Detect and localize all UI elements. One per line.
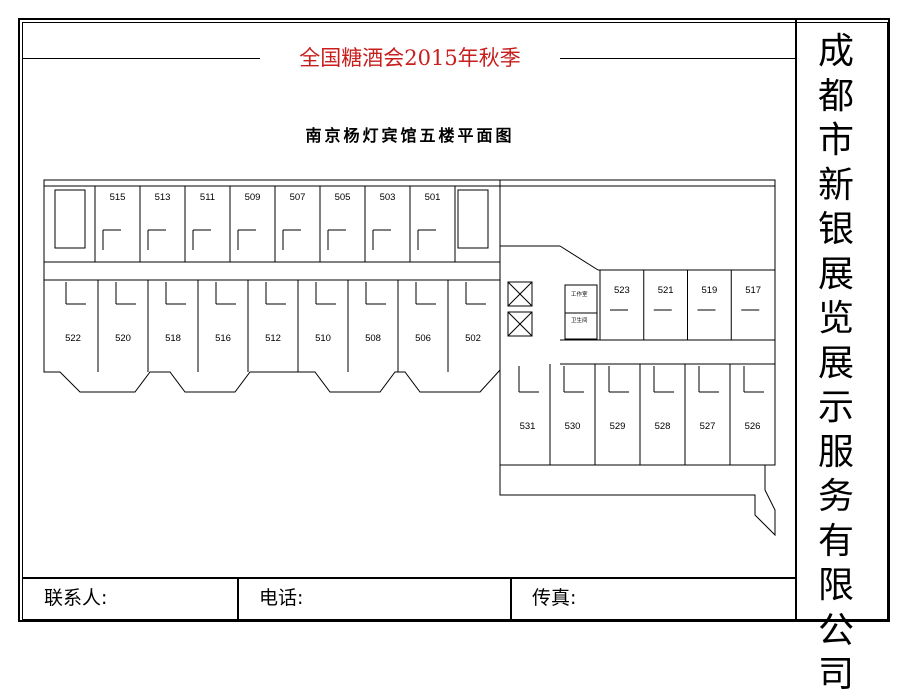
footer: 联系人: 电话: 传真: xyxy=(22,577,795,619)
east-wing-outline xyxy=(499,179,776,537)
room-number: 516 xyxy=(215,333,231,344)
company-char: 限 xyxy=(817,565,854,606)
company-char: 展 xyxy=(817,253,854,295)
room-number: 507 xyxy=(290,192,306,203)
company-char: 示 xyxy=(817,387,854,428)
elevator-1 xyxy=(507,281,533,307)
floor-plan: 515 513 511 509 507 505 503 501 522 520 518 516 512 5… xyxy=(43,179,776,537)
room-number: 503 xyxy=(380,192,396,203)
room-number: 512 xyxy=(265,333,281,344)
company-char: 成 xyxy=(817,31,854,72)
outer-frame xyxy=(18,18,890,622)
room-number: 520 xyxy=(115,333,131,344)
room-number: 510 xyxy=(315,333,331,344)
room-number: 521 xyxy=(658,285,674,296)
room-number: 508 xyxy=(365,333,381,344)
room-number: 522 xyxy=(65,333,81,344)
room-number: 517 xyxy=(745,285,761,296)
room-number: 501 xyxy=(425,192,441,203)
company-char: 有 xyxy=(817,520,854,562)
room-number: 505 xyxy=(335,192,351,203)
room-number: 529 xyxy=(610,421,626,432)
room-number: 518 xyxy=(165,333,181,344)
room-number: 528 xyxy=(655,421,671,432)
company-char: 都 xyxy=(817,75,854,117)
room-number: 526 xyxy=(745,421,761,432)
stair-east xyxy=(457,189,489,249)
footer-sep-1 xyxy=(237,579,239,619)
inner-frame xyxy=(22,22,888,620)
room-number: 530 xyxy=(565,421,581,432)
room-number: 502 xyxy=(465,333,481,344)
plan-title: 南京杨灯宾馆五楼平面图 xyxy=(305,126,515,145)
company-char: 司 xyxy=(817,654,854,695)
room-number: 523 xyxy=(614,285,630,296)
room-number: 531 xyxy=(520,421,536,432)
company-char: 市 xyxy=(817,120,854,161)
company-char: 务 xyxy=(817,476,854,517)
room-number: 511 xyxy=(200,192,215,203)
room-number: 515 xyxy=(110,192,126,203)
room-number: 509 xyxy=(245,192,261,203)
elevator-2 xyxy=(507,311,533,337)
room-number: 519 xyxy=(701,285,717,296)
stair-west xyxy=(54,189,86,249)
sidebar-divider xyxy=(795,18,797,622)
contact-label: 联系人: xyxy=(44,587,108,609)
west-wing-outline xyxy=(43,179,501,393)
footer-sep-2 xyxy=(510,579,512,619)
title-rule-left xyxy=(22,58,260,59)
phone-label: 电话: xyxy=(259,587,304,609)
company-char: 展 xyxy=(817,342,854,384)
company-char: 览 xyxy=(817,298,854,339)
fax-label: 传真: xyxy=(532,587,577,609)
company-char: 服 xyxy=(817,431,854,473)
company-char: 新 xyxy=(817,164,854,206)
title-rule-right xyxy=(560,58,795,59)
restroom-label: 卫生间 xyxy=(571,316,588,324)
company-char: 银 xyxy=(817,209,854,250)
room-number: 527 xyxy=(700,421,716,432)
staff-room-label: 工作室 xyxy=(571,290,588,298)
room-number: 506 xyxy=(415,333,431,344)
room-number: 513 xyxy=(155,192,171,203)
event-title: 全国糖酒会2015年秋季 xyxy=(299,46,521,70)
